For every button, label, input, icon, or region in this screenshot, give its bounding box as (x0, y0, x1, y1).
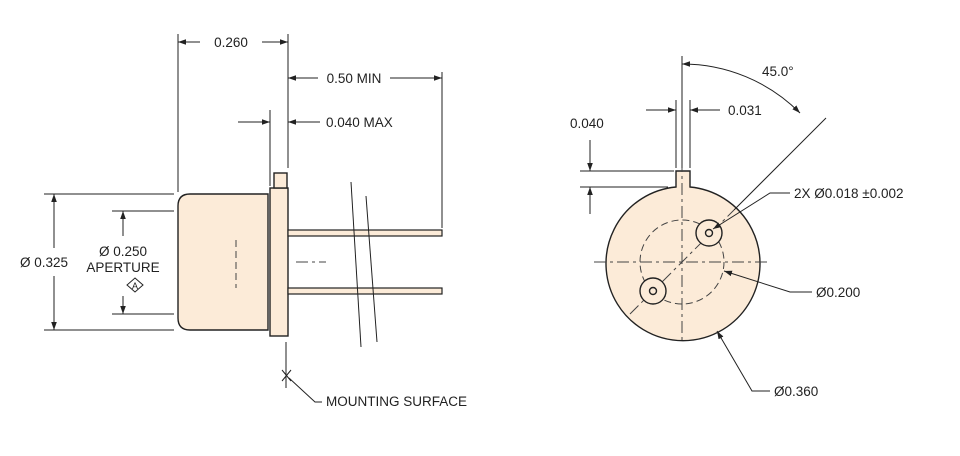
pin-upper (704, 228, 714, 238)
dim-pin-diameter: 2X Ø0.018 ±0.002 (794, 186, 904, 201)
dim-lead-length: 0.50 MIN (327, 71, 382, 86)
mounting-leader (288, 377, 322, 403)
dim-tab-height: 0.040 (570, 116, 604, 131)
pin-diameter-leader (712, 192, 790, 230)
pin-circle (639, 219, 725, 305)
flange (269, 187, 289, 337)
pin-lower (648, 286, 658, 296)
mounting-surface-label: MOUNTING SURFACE (326, 394, 467, 409)
lead-upper (287, 229, 443, 237)
end-view: 45.0° 0.031 0.040 2X Ø0.018 ±0.002 Ø0.20… (570, 56, 904, 399)
angle-ext-diagonal (733, 117, 827, 211)
dim-aperture-label: APERTURE (86, 260, 159, 275)
side-view: 0.260 0.50 MIN 0.040 MAX Ø 0.325 Ø 0.250… (20, 34, 467, 409)
angle-arc (681, 61, 801, 114)
dim-pin-circle: Ø0.200 (816, 285, 860, 300)
dim-aperture-value: Ø 0.250 (99, 244, 147, 259)
pin-pad-upper (695, 219, 723, 247)
dim-overall-length: 0.260 (214, 35, 248, 50)
datum-symbol (126, 277, 144, 293)
cap-body (177, 193, 269, 331)
pin-pad-lower (639, 277, 667, 305)
flange-tab (273, 172, 288, 189)
break-line-right (365, 195, 378, 343)
lead-lower (287, 287, 443, 295)
dim-diameter: Ø 0.325 (20, 255, 68, 270)
pin-circle-leader (723, 270, 812, 293)
break-line-left (350, 181, 362, 348)
dim-flange-diameter: Ø0.360 (774, 384, 818, 399)
dim-flange-thickness: 0.040 MAX (326, 115, 393, 130)
flange-outline (605, 170, 761, 342)
dim-angle: 45.0° (762, 64, 794, 79)
datum-label: A (132, 281, 138, 291)
flange-diameter-leader (716, 330, 770, 392)
dim-tab-width: 0.031 (728, 103, 762, 118)
